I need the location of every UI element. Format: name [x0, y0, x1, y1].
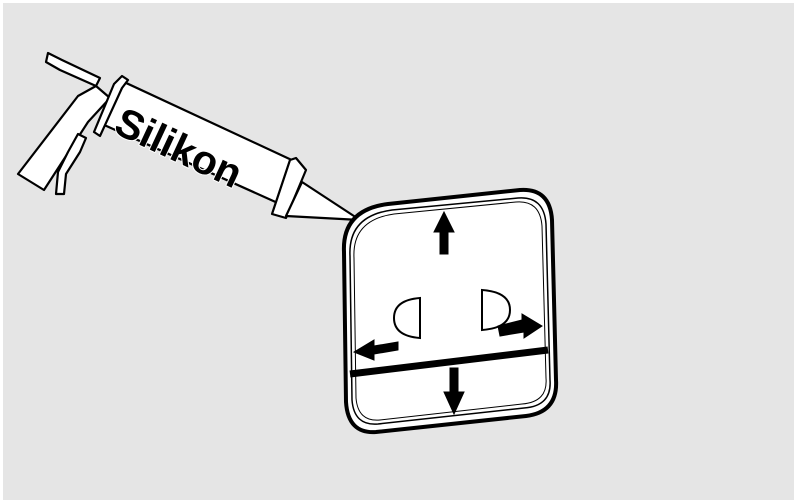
- plate-outline-innermost: [353, 201, 547, 421]
- gun-trigger: [54, 132, 88, 196]
- plate-divider-line: [349, 346, 549, 378]
- cartridge-rear-collar: [92, 74, 130, 138]
- caulking-gun: Silikon: [16, 51, 362, 222]
- half-circle-right-icon: [481, 288, 512, 332]
- cartridge-nozzle: [284, 180, 362, 222]
- arrow-left-icon: [352, 339, 399, 361]
- direction-arrows: [352, 210, 543, 416]
- socket-plate: [341, 187, 559, 435]
- arrow-up-icon: [433, 210, 455, 255]
- cartridge-front-collar: [270, 156, 308, 220]
- arrow-down-icon: [443, 367, 465, 416]
- arrow-right-icon: [497, 313, 543, 339]
- half-circle-left-icon: [392, 296, 421, 340]
- plate-outline-inner: [349, 197, 551, 425]
